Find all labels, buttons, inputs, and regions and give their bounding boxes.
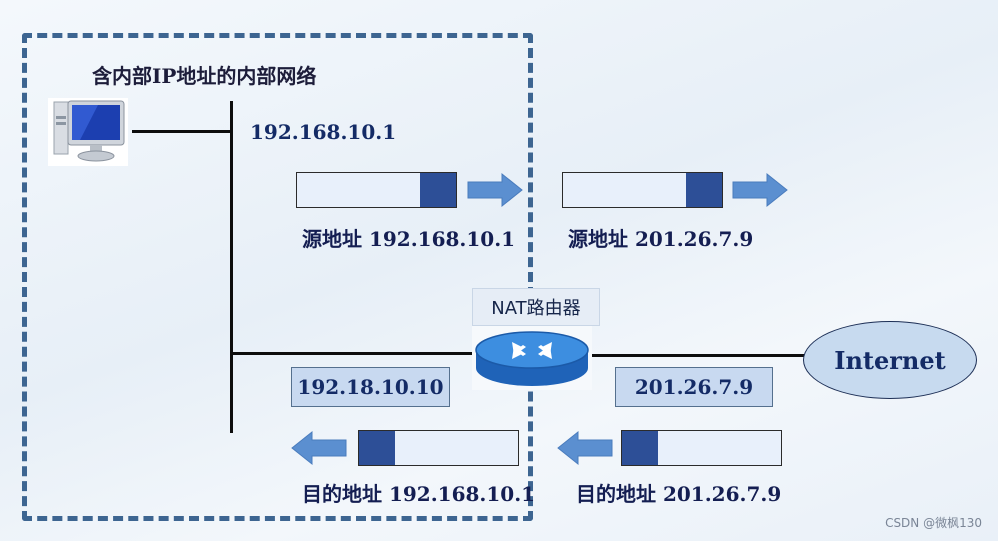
watermark: CSDN @微枫130 [885, 516, 982, 530]
inbound-right-label: 目的地址 201.26.7.9 [576, 482, 782, 506]
arrow-right-icon [466, 172, 524, 212]
wan-router-line [590, 354, 804, 357]
outbound-packet-left [296, 172, 457, 208]
computer-icon [48, 98, 128, 166]
internet-node: Internet [803, 321, 977, 399]
host-ip-label: 192.168.10.1 [250, 120, 397, 144]
packet-payload [395, 431, 518, 465]
outbound-right-label: 源地址 201.26.7.9 [568, 227, 754, 251]
internal-network-boundary [22, 33, 533, 521]
packet-payload [563, 173, 686, 207]
router-icon [472, 326, 592, 390]
packet-header [686, 173, 722, 207]
network-title: 含内部IP地址的内部网络 [92, 64, 317, 88]
packet-header [622, 431, 658, 465]
packet-payload [658, 431, 781, 465]
outbound-packet-right [562, 172, 723, 208]
inbound-right-address-box: 201.26.7.9 [615, 367, 773, 407]
inbound-packet-left [358, 430, 519, 466]
inbound-left-label: 目的地址 192.168.10.1 [302, 482, 536, 506]
lan-backbone-line [230, 101, 233, 433]
outbound-left-label: 源地址 192.168.10.1 [302, 227, 516, 251]
arrow-left-icon [290, 430, 348, 470]
lan-router-line [232, 352, 476, 355]
packet-header [359, 431, 395, 465]
router-label: NAT路由器 [472, 288, 600, 326]
host-link-line [132, 130, 232, 133]
arrow-right-icon [731, 172, 789, 212]
packet-header [420, 173, 456, 207]
packet-payload [297, 173, 420, 207]
inbound-left-address-box: 192.18.10.10 [291, 367, 450, 407]
arrow-left-icon [556, 430, 614, 470]
inbound-packet-right [621, 430, 782, 466]
